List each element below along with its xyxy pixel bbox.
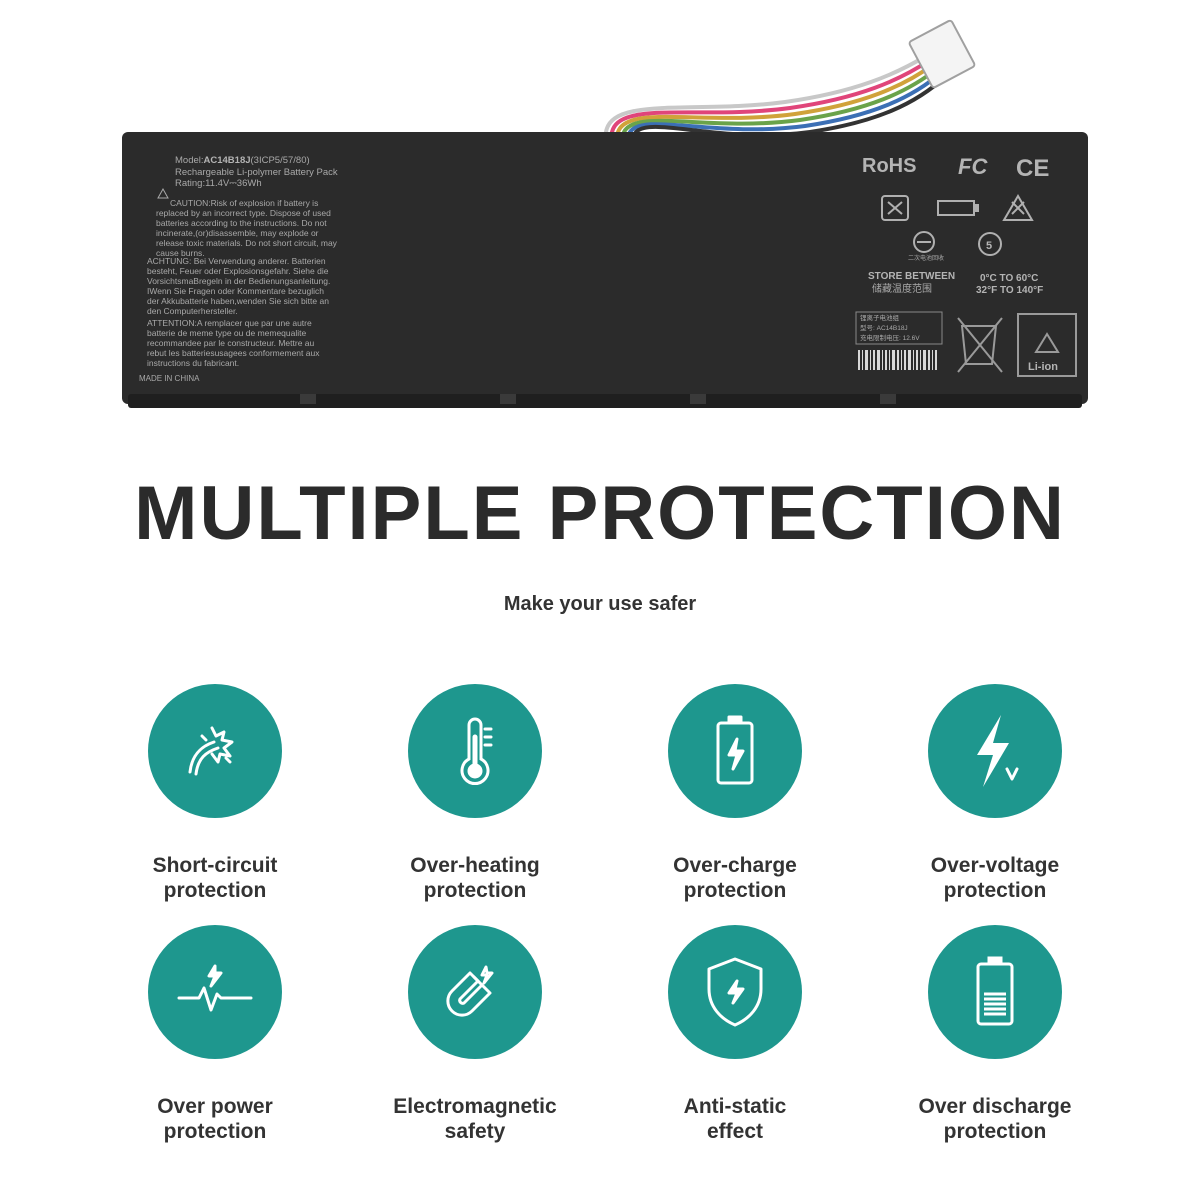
- shield-icon: [668, 925, 802, 1059]
- headline: MULTIPLE PROTECTION: [134, 471, 1066, 556]
- feature-label-line2: protection: [943, 879, 1047, 902]
- feature-label-line1: Electromagnetic: [393, 1095, 557, 1118]
- li-ion-recycle-icon: [1017, 313, 1077, 377]
- feature-label-line1: Over-heating: [410, 854, 540, 877]
- recycle-five-icon: [978, 232, 1002, 256]
- caution-fr-block: ATTENTION:A remplacer que par une autre …: [147, 318, 320, 368]
- barcode: [858, 350, 937, 370]
- caution-fr-line: instructions du fabricant.: [147, 358, 239, 368]
- caution-de-line: besteht, Feuer oder Explosionsgefahr. Si…: [147, 266, 329, 276]
- disposal-icons: [913, 231, 1002, 256]
- caution-de-block: ACHTUNG: Bei Verwendung anderer. Batteri…: [147, 256, 330, 316]
- battery-rating: Rating:11.4V⎓36Wh: [175, 178, 262, 189]
- temp-celsius: 0°C TO 60°C: [980, 273, 1038, 284]
- feature-label-line2: protection: [943, 1120, 1047, 1143]
- short-circuit-icon: [148, 684, 282, 818]
- caution-de-line: IWenn Sie Fragen oder Kommentare bezugli…: [147, 286, 324, 296]
- caution-en-block: CAUTION:Risk of explosion if battery is …: [156, 187, 338, 258]
- feature-label-line1: Over-voltage: [930, 854, 1060, 877]
- lightning-voltage-icon: [928, 684, 1062, 818]
- fire-warning-icon: [1002, 194, 1034, 221]
- caution-de-line: der Akkubatterie haben,wenden Sie sich b…: [147, 296, 329, 306]
- battery-connector: [908, 19, 976, 89]
- svg-text:型号: AC14B18J: 型号: AC14B18J: [860, 323, 908, 332]
- caution-de-line: den Computerhersteller.: [147, 306, 238, 316]
- magnet-icon: [408, 925, 542, 1059]
- caution-en-line: release toxic materials. Do not short ci…: [156, 238, 338, 248]
- caution-en-line: batteries according to the instructions.…: [156, 218, 327, 228]
- battery-body: [122, 132, 1088, 404]
- recycle-square-icon: [881, 195, 909, 221]
- battery-image: Model:AC14B18J(3ICP5/57/80) Rechargeable…: [122, 19, 1088, 408]
- caution-fr-line: batterie de meme type ou de memequalite: [147, 328, 307, 338]
- caution-fr-line: recommandee par le constructeur. Mettre …: [147, 338, 315, 348]
- crossed-bin-icon: [957, 317, 1003, 373]
- battery-cable: [604, 54, 948, 138]
- caution-de-line: ACHTUNG: Bei Verwendung anderer. Batteri…: [147, 256, 326, 266]
- feature-label-line1: Over power: [157, 1095, 273, 1118]
- caution-en-line: cause burns.: [156, 248, 205, 258]
- feature-label-line2: protection: [163, 1120, 267, 1143]
- caution-en-line: replaced by an incorrect type. Dispose o…: [156, 208, 331, 218]
- recycle-number: 5: [986, 240, 992, 252]
- disposal-note: 二次电池回收: [908, 254, 944, 262]
- svg-text:Model:AC14B18J(3ICP5/57/80): Model:AC14B18J(3ICP5/57/80): [175, 155, 310, 166]
- svg-text:锂离子电池组: 锂离子电池组: [860, 313, 900, 322]
- battery-model-prefix: Model:: [175, 155, 204, 166]
- feature-label-line2: protection: [423, 879, 527, 902]
- feature-label-line1: Over-charge: [673, 854, 797, 877]
- ce-mark: CE: [1016, 155, 1049, 182]
- battery-model-code: AC14B18J: [204, 155, 251, 166]
- feature-label-line1: Over discharge: [918, 1095, 1072, 1118]
- cn-spec-label: 锂离子电池组 型号: AC14B18J 充电限制电压: 12.6V: [855, 311, 943, 345]
- li-ion-label: Li-ion: [1028, 361, 1058, 373]
- feature-label-line2: protection: [163, 879, 267, 902]
- caution-de-line: VorsichtsmaBregeln in der Bedienungsanle…: [147, 276, 330, 286]
- caution-en-line: incinerate,(or)disassemble, may explode …: [156, 228, 319, 238]
- thermometer-icon: [408, 684, 542, 818]
- hazard-icons: [881, 194, 1034, 221]
- battery-model-suffix: (3ICP5/57/80): [251, 155, 310, 166]
- feature-label-line2: protection: [683, 879, 787, 902]
- battery-level-icon: [928, 925, 1062, 1059]
- battery-charge-icon: [668, 684, 802, 818]
- temp-fahrenheit: 32°F TO 140°F: [976, 285, 1043, 296]
- power-pulse-icon: [148, 925, 282, 1059]
- battery-pack-type: Rechargeable Li-polymer Battery Pack: [175, 167, 338, 178]
- caution-fr-line: ATTENTION:A remplacer que par une autre: [147, 318, 312, 328]
- caution-fr-line: rebut les batteriesusagees conformement …: [147, 348, 320, 358]
- feature-label-line1: Anti-static: [683, 1095, 787, 1118]
- store-between-label: STORE BETWEEN: [868, 271, 955, 282]
- tagline: Make your use safer: [503, 593, 697, 615]
- feature-label-line1: Short-circuit: [152, 854, 278, 877]
- no-disassemble-icon: [913, 231, 935, 253]
- store-between-label-cn: 储藏温度范围: [872, 282, 932, 295]
- caution-en-line: CAUTION:Risk of explosion if battery is: [170, 198, 318, 208]
- rohs-mark: RoHS: [862, 155, 916, 177]
- feature-label-line2: effect: [706, 1120, 764, 1143]
- fcc-mark: FC: [958, 154, 988, 179]
- made-in-text: MADE IN CHINA: [139, 374, 200, 383]
- feature-label-line2: safety: [444, 1120, 506, 1143]
- svg-text:充电限制电压: 12.6V: 充电限制电压: 12.6V: [860, 333, 920, 342]
